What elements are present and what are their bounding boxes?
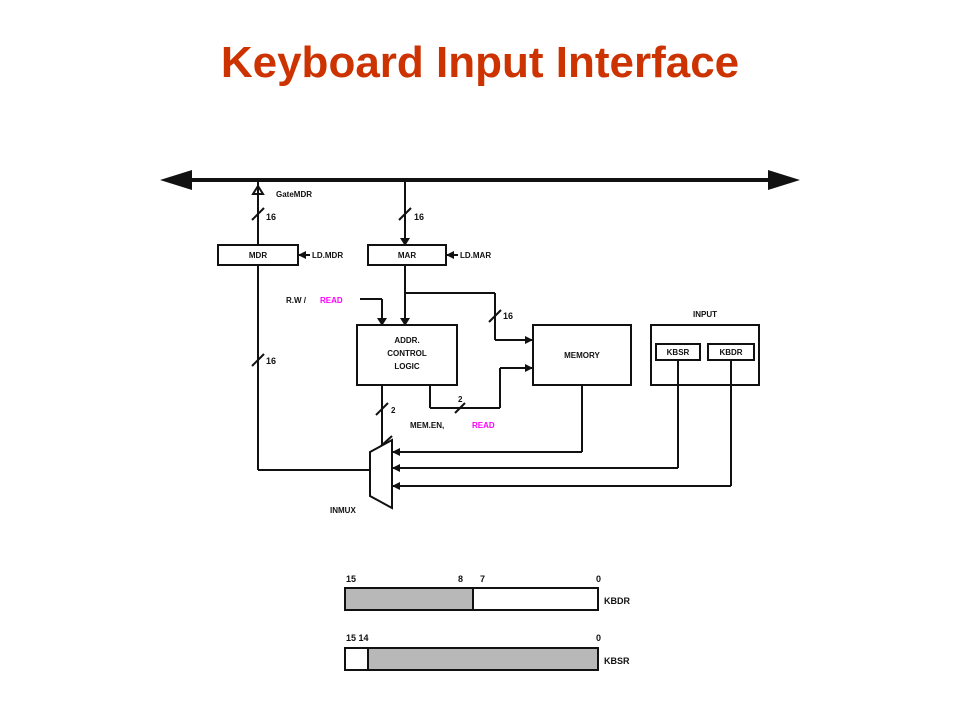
width-mar-bus: 16 — [414, 212, 424, 222]
addr-logic-line1: ADDR. — [394, 336, 419, 345]
kbsr-bits-15-14: 15 14 — [346, 633, 369, 643]
memory-label: MEMORY — [564, 351, 600, 360]
kbdr-bit-15: 15 — [346, 574, 356, 584]
width-memory: 16 — [503, 311, 513, 321]
mdr-label: MDR — [249, 251, 267, 260]
kbdr-bit-7: 7 — [480, 574, 485, 584]
arrow-rw — [377, 318, 387, 326]
width-mdr-bus: 16 — [266, 212, 276, 222]
arrow-kbsr-inmux — [392, 464, 400, 472]
input-title: INPUT — [693, 310, 717, 319]
kbsr-label: KBSR — [667, 348, 690, 357]
width-inmux: 2 — [391, 406, 396, 415]
bus-arrow-right — [768, 170, 800, 190]
bus-arrow-left — [160, 170, 192, 190]
kbsr-bit-0: 0 — [596, 633, 601, 643]
arrow-mar-logic — [400, 318, 410, 326]
width-tick-mar-bus — [398, 207, 412, 221]
rw-label: R.W / — [286, 296, 307, 305]
kbdr-label: KBDR — [719, 348, 742, 357]
inmux-shape — [369, 438, 393, 510]
kbsr-register-rest — [367, 647, 599, 671]
kbdr-register-name: KBDR — [604, 596, 630, 606]
addr-control-logic-box — [356, 324, 458, 386]
memory-box — [532, 324, 632, 386]
width-tick-mdr-bus — [251, 207, 265, 221]
width-memen: 2 — [458, 395, 463, 404]
width-tick-inmux — [375, 402, 389, 416]
width-mdr: 16 — [266, 356, 276, 366]
memen-read-label: READ — [472, 421, 495, 430]
ld-mdr-label: LD.MDR — [312, 251, 343, 260]
mar-label: MAR — [398, 251, 416, 260]
kbsr-register-name: KBSR — [604, 656, 630, 666]
arrow-mar-memory — [525, 336, 533, 344]
addr-logic-line3: LOGIC — [394, 362, 420, 371]
wire-inmux-out — [380, 435, 393, 447]
kbsr-register-ready — [344, 647, 369, 671]
rw-read-label: READ — [320, 296, 343, 305]
page-title: Keyboard Input Interface — [220, 38, 740, 87]
arrow-ld-mar — [446, 251, 454, 259]
kbdr-bit-0: 0 — [596, 574, 601, 584]
addr-logic-line2: CONTROL — [387, 349, 427, 358]
width-tick-mdr — [251, 353, 265, 367]
arrow-mar-in — [400, 238, 410, 246]
gate-mdr-label: GateMDR — [276, 190, 312, 199]
width-tick-memen — [454, 402, 466, 414]
arrow-memory-inmux — [392, 448, 400, 456]
inmux-label: INMUX — [330, 506, 356, 515]
kbdr-register-low — [472, 587, 599, 611]
arrow-memen — [525, 364, 533, 372]
width-tick-memory — [488, 309, 502, 323]
arrow-ld-mdr — [298, 251, 306, 259]
ld-mar-label: LD.MAR — [460, 251, 491, 260]
memen-label: MEM.EN, — [410, 421, 444, 430]
arrow-kbdr-inmux — [392, 482, 400, 490]
kbdr-bit-8: 8 — [458, 574, 463, 584]
kbdr-register-high — [344, 587, 474, 611]
